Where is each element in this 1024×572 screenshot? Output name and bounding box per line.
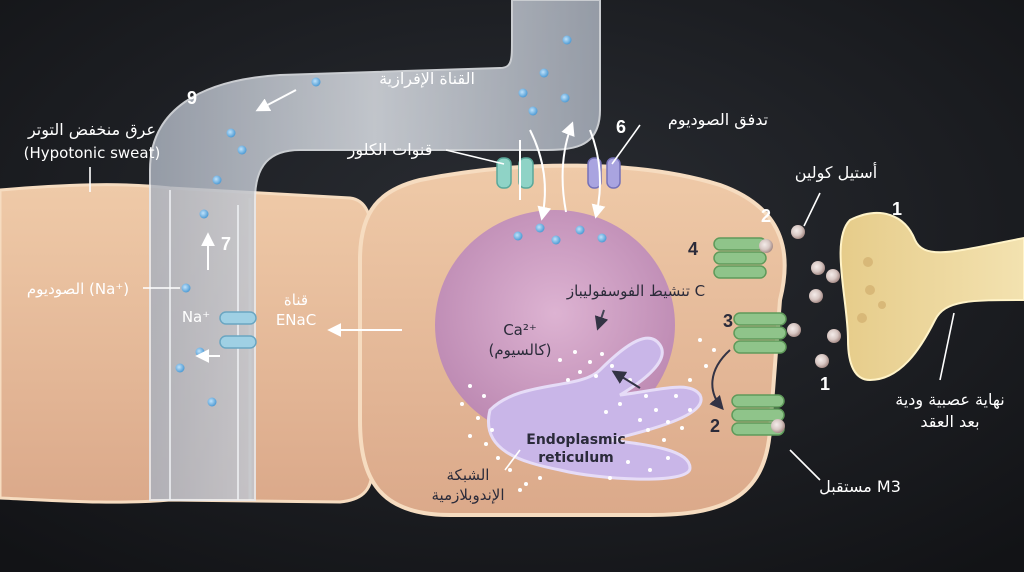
sodium-flow-label: تدفق الصوديوم xyxy=(668,110,768,130)
m3-receptor-label: مستقبل M3 xyxy=(819,477,901,496)
calcium-dot xyxy=(573,350,577,354)
nerve-label-line2: بعد العقد xyxy=(920,412,979,431)
calcium-dot xyxy=(666,456,670,460)
acetylcholine-molecule xyxy=(759,239,773,253)
calcium-dot xyxy=(508,468,512,472)
acetylcholine-molecule xyxy=(827,329,841,343)
acetylcholine-label: أستيل كولين xyxy=(795,162,877,183)
step-9: 9 xyxy=(187,88,197,108)
enac-label-line2: ENaC xyxy=(276,311,316,329)
acetylcholine-molecules xyxy=(759,225,841,433)
arrows xyxy=(195,89,731,411)
arrow-sodium-in xyxy=(589,129,606,219)
m3-receptor-middle xyxy=(733,312,787,354)
secretory-duct xyxy=(149,0,601,501)
acetylcholine-molecule xyxy=(826,269,840,283)
calcium-dot xyxy=(468,434,472,438)
step-1-top: 1 xyxy=(892,199,902,219)
calcium-dot xyxy=(666,420,670,424)
calcium-dot xyxy=(600,352,604,356)
sweat-label-ar: عرق منخفض التوتر xyxy=(27,120,156,140)
chloride-channels-label: قنوات الكلور xyxy=(347,140,433,160)
sodium-ion-label: الصوديوم (Na⁺) xyxy=(27,280,129,298)
calcium-dot xyxy=(608,476,612,480)
calcium-dot xyxy=(588,360,592,364)
step-1-bottom: 1 xyxy=(820,374,830,394)
acetylcholine-molecule xyxy=(809,289,823,303)
acetylcholine-molecule xyxy=(791,225,805,239)
calcium-dot xyxy=(674,394,678,398)
calcium-dot xyxy=(476,416,480,420)
er-label-en-line1: Endoplasmic xyxy=(526,432,625,448)
calcium-dot xyxy=(482,394,486,398)
calcium-dot xyxy=(484,442,488,446)
calcium-label-line1: Ca²⁺ xyxy=(503,321,537,339)
acetylcholine-molecule xyxy=(815,354,829,368)
calcium-dot xyxy=(646,428,650,432)
calcium-dot xyxy=(688,378,692,382)
duct-label: القناة الإفرازية xyxy=(379,69,475,89)
calcium-dot xyxy=(524,482,528,486)
calcium-dot xyxy=(654,408,658,412)
acetylcholine-molecule xyxy=(811,261,825,275)
arrow-er-to-calcium xyxy=(611,370,641,389)
calcium-dot xyxy=(558,358,562,362)
calcium-dot xyxy=(648,468,652,472)
arrow-plc xyxy=(594,309,609,331)
enac-label-line1: قناة xyxy=(284,291,308,309)
step-2-top: 2 xyxy=(761,206,771,226)
nerve-label-line1: نهاية عصبية ودية xyxy=(895,390,1004,410)
calcium-dots xyxy=(460,338,716,492)
step-7: 7 xyxy=(221,234,231,254)
calcium-dot xyxy=(578,370,582,374)
calcium-dot xyxy=(688,408,692,412)
plc-label: تنشيط الفوسفوليباز C xyxy=(566,282,705,300)
acetylcholine-molecule xyxy=(787,323,801,337)
er-label-ar-line2: الإندوبلازمية xyxy=(432,486,505,504)
sodium-dots xyxy=(175,35,607,407)
step-3: 3 xyxy=(723,311,733,331)
m3-receptor-top xyxy=(713,237,767,279)
calcium-dot xyxy=(604,410,608,414)
calcium-dot xyxy=(538,476,542,480)
leader-lines xyxy=(89,124,955,481)
er-label-en-line2: reticulum xyxy=(538,450,614,466)
er-label-ar-line1: الشبكة xyxy=(447,466,490,484)
endoplasmic-reticulum xyxy=(487,336,703,481)
calcium-dot xyxy=(638,418,642,422)
acetylcholine-molecule xyxy=(771,419,785,433)
sodium-channel xyxy=(587,157,621,189)
arrow-duct-flow xyxy=(255,89,297,112)
calcium-dot xyxy=(712,348,716,352)
calcium-dot xyxy=(698,338,702,342)
step-6: 6 xyxy=(616,117,626,137)
calcium-dot xyxy=(626,460,630,464)
arrow-up-cell xyxy=(561,121,575,213)
chloride-channel xyxy=(496,157,534,189)
nerve-terminal xyxy=(839,211,1024,382)
arrow-receptor-cycle xyxy=(709,349,731,411)
calcium-dot xyxy=(460,402,464,406)
calcium-dot xyxy=(490,428,494,432)
na-plus-label: Na⁺ xyxy=(182,308,210,326)
calcium-dot xyxy=(610,364,614,368)
calcium-dot xyxy=(594,374,598,378)
calcium-dot xyxy=(496,456,500,460)
step-4: 4 xyxy=(688,239,698,259)
calcium-label-line2: (كالسيوم) xyxy=(489,341,552,359)
calcium-dot xyxy=(644,394,648,398)
calcium-dot xyxy=(518,488,522,492)
calcium-dot xyxy=(680,426,684,430)
enac-channel xyxy=(219,311,257,349)
sweat-label-en: (Hypotonic sweat) xyxy=(24,144,161,162)
calcium-dot xyxy=(566,378,570,382)
step-2-bottom: 2 xyxy=(710,416,720,436)
calcium-dot xyxy=(468,384,472,388)
calcium-dot xyxy=(704,364,708,368)
calcium-dot xyxy=(662,438,666,442)
calcium-dot xyxy=(618,402,622,406)
arrow-chloride-in xyxy=(529,129,552,221)
